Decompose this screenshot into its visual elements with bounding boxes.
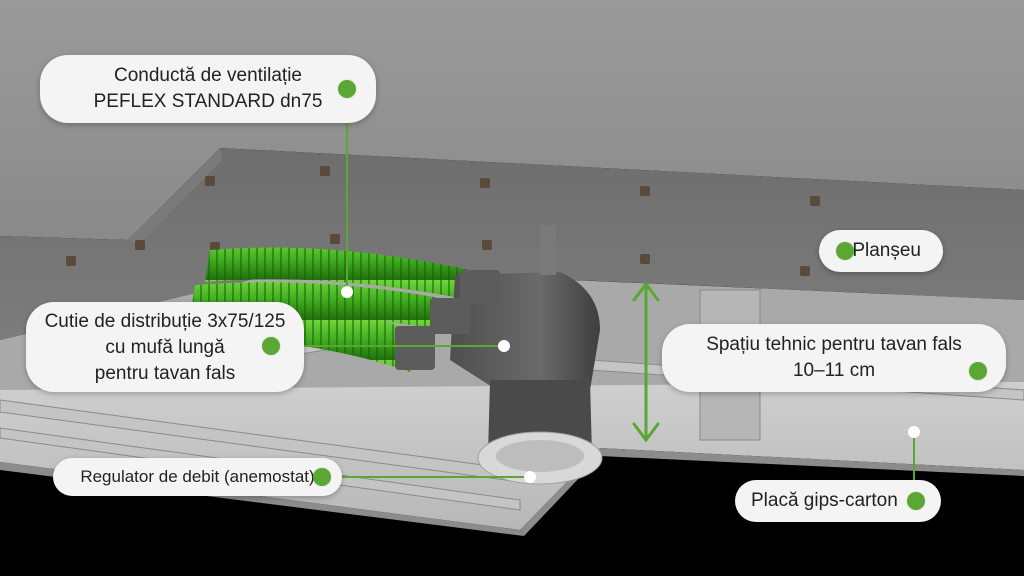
callout-gypsum-board-label: Placă gips-carton [751,490,898,511]
callout-ventilation-duct: Conductă de ventilație PEFLEX STANDARD d… [40,55,376,123]
callout-gypsum-board: Placă gips-carton [735,480,941,522]
callout-ventilation-duct-line1: Conductă de ventilație [113,65,302,86]
callout-technical-space: Spațiu tehnic pentru tavan fals 10–11 cm [662,324,1006,392]
callout-flow-regulator: Regulator de debit (anemostat) [53,458,342,496]
callout-ventilation-duct-line2: PEFLEX STANDARD dn75 [93,91,323,112]
callout-technical-space-line1: Spațiu tehnic pentru tavan fals [706,334,962,355]
marker-dot-icon [836,242,854,260]
callout-technical-space-line2: 10–11 cm [792,360,876,381]
callout-flow-regulator-label: Regulator de debit (anemostat) [80,467,315,486]
callout-distribution-box-line2: cu mufă lungă [105,337,225,358]
callout-slab-label: Planșeu [852,240,921,261]
callout-distribution-box: Cutie de distribuție 3x75/125 cu mufă lu… [26,302,304,392]
marker-dot-icon [313,468,331,486]
marker-dot-icon [907,492,925,510]
marker-dot-icon [338,80,356,98]
marker-dot-icon [262,337,280,355]
marker-dot-icon [969,362,987,380]
callout-distribution-box-line3: pentru tavan fals [94,363,236,384]
callout-distribution-box-line1: Cutie de distribuție 3x75/125 [44,311,286,332]
callout-slab: Planșeu [819,230,943,272]
